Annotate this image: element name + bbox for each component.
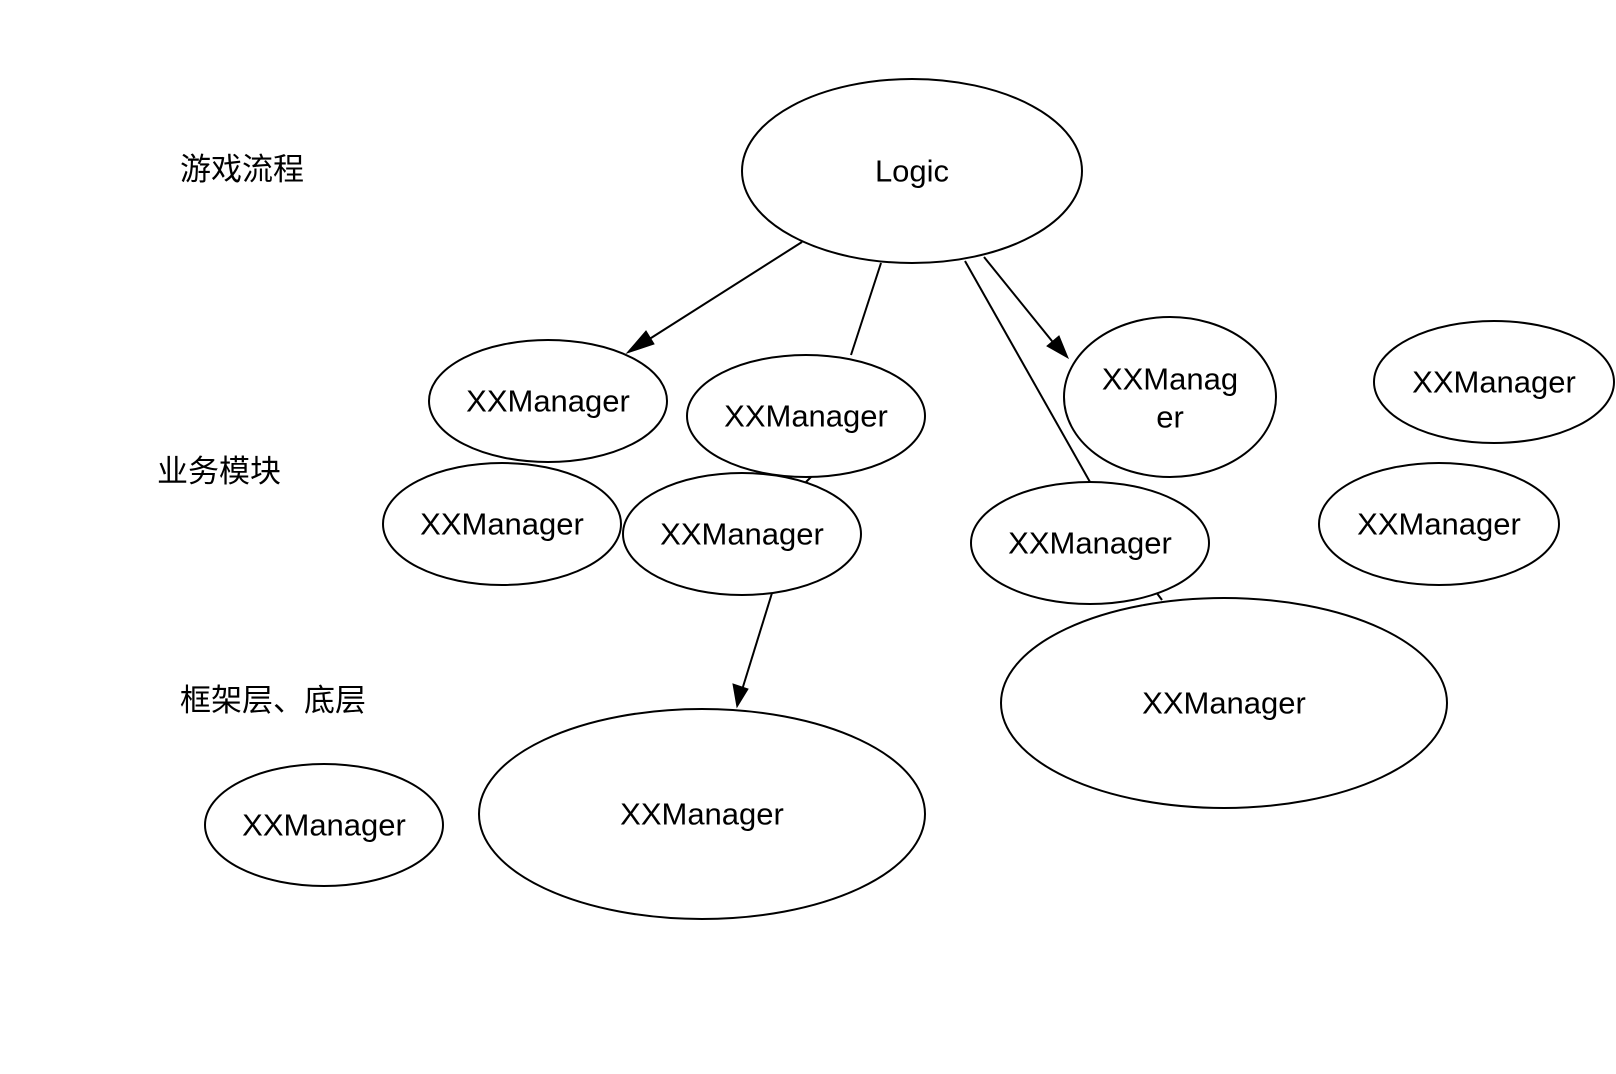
- arrowhead-manager-a: [625, 330, 655, 355]
- layer-label-business-modules: 业务模块: [157, 454, 281, 490]
- manager-node-e-label: XXManager: [420, 507, 584, 542]
- manager-node-f[interactable]: XXManager: [622, 472, 862, 596]
- manager-node-b-label: XXManager: [724, 399, 888, 434]
- manager-node-k-label: XXManager: [620, 797, 784, 832]
- manager-node-j[interactable]: XXManager: [204, 763, 444, 887]
- arrowhead-manager-c: [1046, 335, 1070, 360]
- edge-manager-f-to-manager-k: [741, 592, 773, 691]
- manager-node-h[interactable]: XXManager: [970, 481, 1210, 605]
- edge-logic-to-manager-b: [850, 262, 882, 356]
- manager-node-a[interactable]: XXManager: [428, 339, 668, 463]
- edge-logic-to-manager-h: [964, 260, 1091, 483]
- logic-node[interactable]: Logic: [741, 78, 1083, 264]
- manager-node-c-label-line1: XXManag: [1102, 362, 1238, 397]
- manager-node-i[interactable]: XXManager: [1318, 462, 1560, 586]
- manager-node-k[interactable]: XXManager: [478, 708, 926, 920]
- manager-node-l[interactable]: XXManager: [1000, 597, 1448, 809]
- layer-label-game-flow: 游戏流程: [180, 152, 304, 188]
- manager-node-c-label-line2: er: [1156, 400, 1184, 435]
- manager-node-h-label: XXManager: [1008, 526, 1172, 561]
- manager-node-l-label: XXManager: [1142, 686, 1306, 721]
- arrowhead-manager-k: [732, 683, 749, 709]
- manager-node-i-label: XXManager: [1357, 507, 1521, 542]
- manager-node-j-label: XXManager: [242, 808, 406, 843]
- manager-node-e[interactable]: XXManager: [382, 462, 622, 586]
- layer-label-framework: 框架层、底层: [180, 683, 366, 719]
- edge-logic-to-manager-c: [983, 256, 1057, 347]
- logic-node-label: Logic: [875, 154, 949, 189]
- edge-logic-to-manager-a: [639, 241, 803, 346]
- manager-node-f-label: XXManager: [660, 517, 824, 552]
- manager-node-a-label: XXManager: [466, 384, 630, 419]
- manager-node-c[interactable]: XXManag er: [1063, 316, 1277, 478]
- manager-node-d[interactable]: XXManager: [1373, 320, 1615, 444]
- manager-node-d-label: XXManager: [1412, 365, 1576, 400]
- manager-node-b[interactable]: XXManager: [686, 354, 926, 478]
